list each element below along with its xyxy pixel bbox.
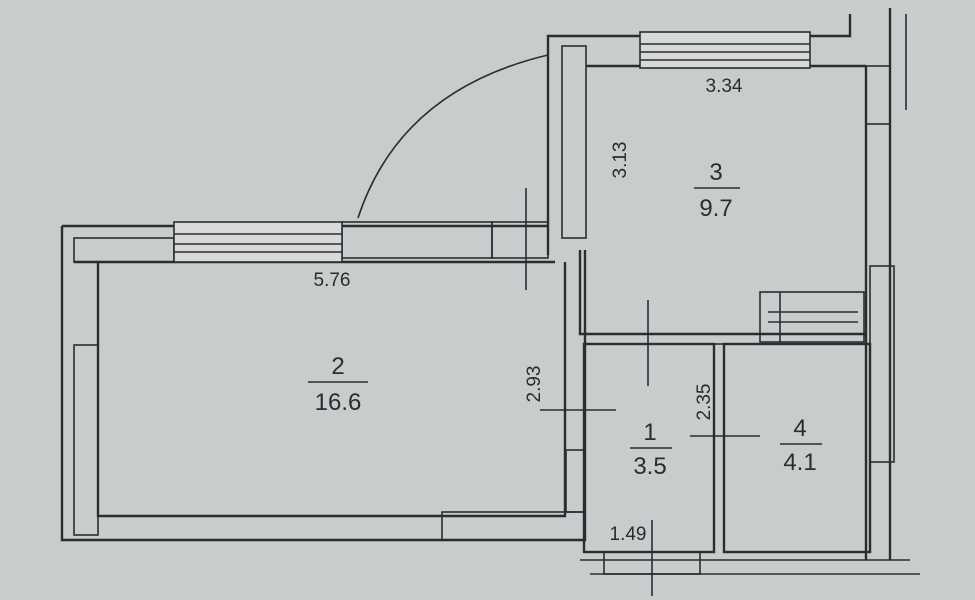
room-3-area: 9.7 [699, 195, 732, 222]
room-2-label: 2 16.6 [308, 353, 368, 416]
window-room-2 [173, 221, 343, 263]
dimension-room-1-width: 1.49 [610, 524, 647, 545]
dimension-room-1-height: 2.35 [694, 384, 715, 421]
room-1-number: 1 [643, 419, 656, 446]
dimension-room-2-height: 2.93 [524, 366, 545, 403]
room-3-number: 3 [709, 159, 722, 186]
ventilation-shaft [759, 291, 865, 343]
room-3-label: 3 9.7 [694, 159, 740, 222]
dimension-room-3-height: 3.13 [610, 142, 631, 179]
room-1-label: 1 3.5 [630, 419, 672, 480]
dimension-ticks [525, 188, 760, 596]
room-2-number: 2 [331, 353, 344, 380]
door-swing-arc [357, 54, 549, 219]
dimension-room-3-width: 3.34 [706, 76, 743, 97]
room-4-number: 4 [793, 415, 806, 442]
dimension-room-2-width: 5.76 [314, 270, 351, 291]
room-1-area: 3.5 [633, 453, 666, 480]
window-room-3 [639, 31, 811, 69]
room-4-label: 4 4.1 [780, 415, 822, 476]
room-2-area: 16.6 [315, 389, 362, 416]
room-4-walls [722, 342, 872, 554]
room-4-area: 4.1 [783, 449, 816, 476]
